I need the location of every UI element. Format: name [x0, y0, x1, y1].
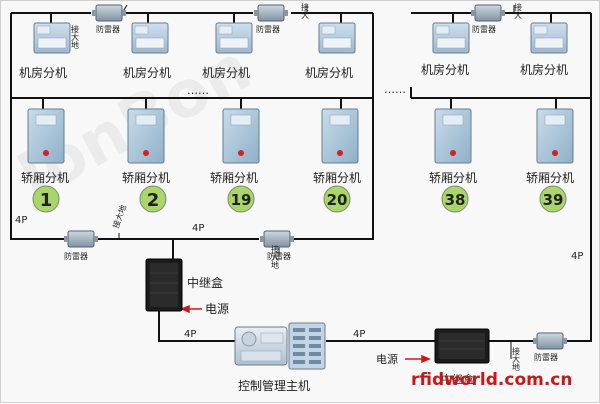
main-unit-label: 控制管理主机 [238, 378, 310, 393]
car-number-1: 1 [40, 190, 53, 211]
car-stations [27, 108, 574, 164]
arrester-label-top-left: 防雷器 [96, 24, 120, 34]
ellipsis-top: …… [187, 84, 209, 97]
surge-arrester-bottom-right [533, 332, 567, 350]
relay-box-2 [434, 328, 490, 364]
footer-watermark: rfidworld.com.cn [411, 370, 572, 390]
car-badge-2 [139, 185, 167, 213]
arrester-label-mid: 防雷器 [267, 251, 291, 261]
main-control-unit [234, 322, 326, 370]
wire-label-relay-bottom: 4P [184, 329, 196, 340]
power-arrows [180, 304, 431, 364]
machine-room-label-4: 机房分机 [305, 65, 353, 80]
ground-label-bottom-right: 接大地 [512, 346, 521, 371]
car-number-39: 39 [543, 191, 564, 209]
surge-arrester-mid [260, 230, 294, 248]
car-station-20 [321, 108, 359, 164]
surge-arrester-top-mid [254, 4, 288, 22]
car-station-38 [434, 108, 472, 164]
wire-label-left: 4P [15, 215, 27, 226]
wire-labels: 4P 4P 4P 4P 4P [15, 215, 583, 340]
surge-arrester-left [64, 230, 98, 248]
car-badge-20 [323, 185, 351, 213]
relay-box-1 [145, 258, 183, 312]
wires [10, 4, 592, 359]
ground-label-top-right: 接大 [514, 2, 523, 20]
machine-room-station-1 [33, 22, 71, 54]
arrester-labels: 防雷器 防雷器 防雷器 防雷器 防雷器 防雷器 [64, 24, 558, 362]
arrester-label-left: 防雷器 [64, 251, 88, 261]
car-badge-19 [227, 185, 255, 213]
wire-label-right: 4P [571, 251, 583, 262]
arrester-label-bottom-right: 防雷器 [534, 352, 558, 362]
car-station-19 [222, 108, 260, 164]
car-number-20: 20 [327, 191, 348, 209]
ground-label-top-left: 接大地 [71, 24, 80, 49]
power-label-1: 电源 [205, 302, 229, 316]
surge-arrester-top-left [92, 4, 126, 22]
machine-room-station-3 [215, 22, 253, 54]
machine-room-label-3: 机房分机 [202, 65, 250, 80]
car-label-39: 轿厢分机 [526, 170, 574, 185]
car-badge-38 [441, 185, 469, 213]
car-number-19: 19 [231, 191, 252, 209]
power-label-2: 电源 [376, 352, 398, 366]
machine-room-label-5: 机房分机 [421, 62, 469, 77]
machine-room-label-1: 机房分机 [19, 65, 67, 80]
machine-room-station-6 [530, 22, 568, 54]
car-number-badges: 1 2 19 20 38 39 [32, 185, 567, 213]
car-station-2 [127, 108, 165, 164]
surge-arresters [64, 4, 567, 350]
machine-room-station-2 [131, 22, 169, 54]
car-station-1 [27, 108, 65, 164]
machine-room-labels: 机房分机 机房分机 机房分机 机房分机 机房分机 机房分机 [19, 62, 568, 80]
car-label-1: 轿厢分机 [21, 170, 69, 185]
wire-label-main: 4P [353, 329, 365, 340]
car-labels: 轿厢分机 轿厢分机 轿厢分机 轿厢分机 轿厢分机 轿厢分机 [21, 170, 574, 185]
car-number-38: 38 [445, 191, 466, 209]
relay-box-label-1: 中继盒 [187, 275, 223, 290]
arrester-label-top-right: 防雷器 [472, 24, 496, 34]
machine-room-label-6: 机房分机 [520, 62, 568, 77]
ground-label-mid: 接大地 [271, 244, 280, 269]
surge-arrester-top-right [471, 4, 505, 22]
car-label-38: 轿厢分机 [429, 170, 477, 185]
arrester-label-top-mid: 防雷器 [256, 24, 280, 34]
machine-room-stations [33, 22, 568, 54]
machine-room-station-4 [318, 22, 356, 54]
car-label-19: 轿厢分机 [210, 170, 258, 185]
machine-room-label-2: 机房分机 [123, 65, 171, 80]
car-label-2: 轿厢分机 [122, 170, 170, 185]
car-badge-39 [539, 185, 567, 213]
car-station-39 [536, 108, 574, 164]
relay-box-label-2: 中继盒 [441, 372, 474, 386]
wire-label-relay-top: 4P [192, 223, 204, 234]
ground-label-top-mid: 接大 [301, 2, 310, 20]
ellipsis-middle: …… [384, 83, 406, 96]
machine-room-station-5 [432, 22, 470, 54]
car-label-20: 轿厢分机 [313, 170, 361, 185]
car-badge-1 [32, 185, 60, 213]
ground-label-left: 接大地 [110, 204, 128, 230]
car-number-2: 2 [147, 190, 160, 211]
